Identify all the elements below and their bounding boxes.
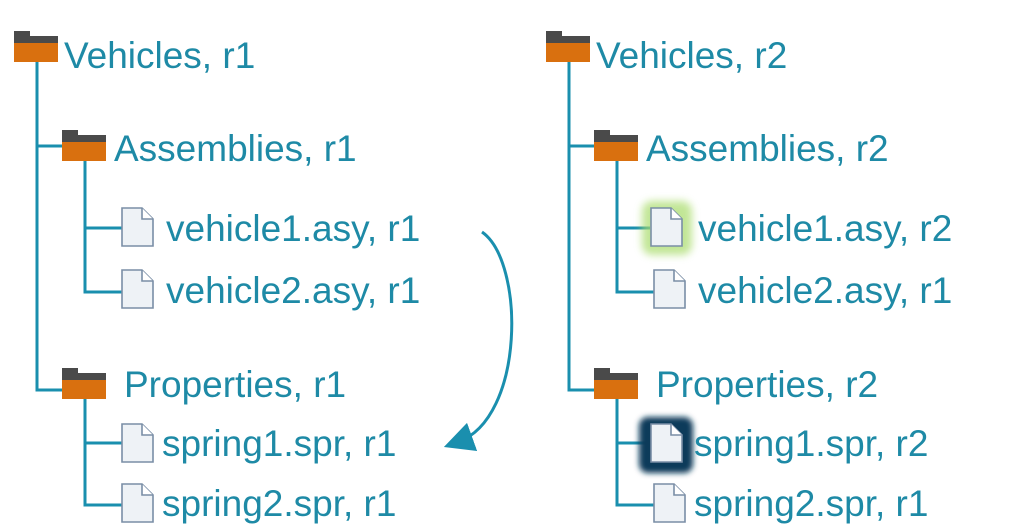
left-assemblies-label: Assemblies, r1 (114, 128, 357, 169)
curved-arrow (443, 230, 514, 452)
right-vehicle2-label: vehicle2.asy, r1 (698, 270, 953, 311)
right-properties-trunk (615, 398, 654, 507)
right-spring2-label: spring2.spr, r1 (694, 483, 929, 524)
left-spring2-label: spring2.spr, r1 (162, 483, 397, 524)
left-properties-trunk (83, 398, 122, 507)
file-icon (121, 483, 154, 523)
folder-icon (14, 31, 58, 62)
file-icon (121, 423, 154, 463)
left-spring1-label: spring1.spr, r1 (162, 423, 397, 464)
left-tree-connectors (35, 62, 122, 507)
file-icon (121, 207, 154, 247)
left-root-label: Vehicles, r1 (64, 35, 256, 76)
left-vehicle2-label: vehicle2.asy, r1 (166, 270, 421, 311)
folder-icon (594, 368, 638, 399)
file-icon (650, 423, 683, 463)
folder-icon (62, 368, 106, 399)
left-properties-label: Properties, r1 (124, 364, 347, 405)
folder-icon (594, 130, 638, 161)
right-vehicle1-label: vehicle1.asy, r2 (698, 208, 953, 249)
left-vehicle1-label: vehicle1.asy, r1 (166, 208, 421, 249)
folder-icon (62, 130, 106, 161)
right-root-label: Vehicles, r2 (596, 35, 788, 76)
right-assemblies-trunk (615, 160, 654, 294)
file-icon (653, 269, 686, 309)
left-assemblies-trunk (83, 160, 122, 294)
right-properties-label: Properties, r2 (656, 364, 879, 405)
left-root-trunk (35, 62, 66, 392)
right-spring1-label: spring1.spr, r2 (694, 423, 929, 464)
folder-icon (546, 31, 590, 62)
right-root-trunk (567, 62, 598, 392)
right-assemblies-label: Assemblies, r2 (646, 128, 889, 169)
file-icon (650, 207, 683, 247)
file-icon (121, 269, 154, 309)
file-icon (653, 483, 686, 523)
